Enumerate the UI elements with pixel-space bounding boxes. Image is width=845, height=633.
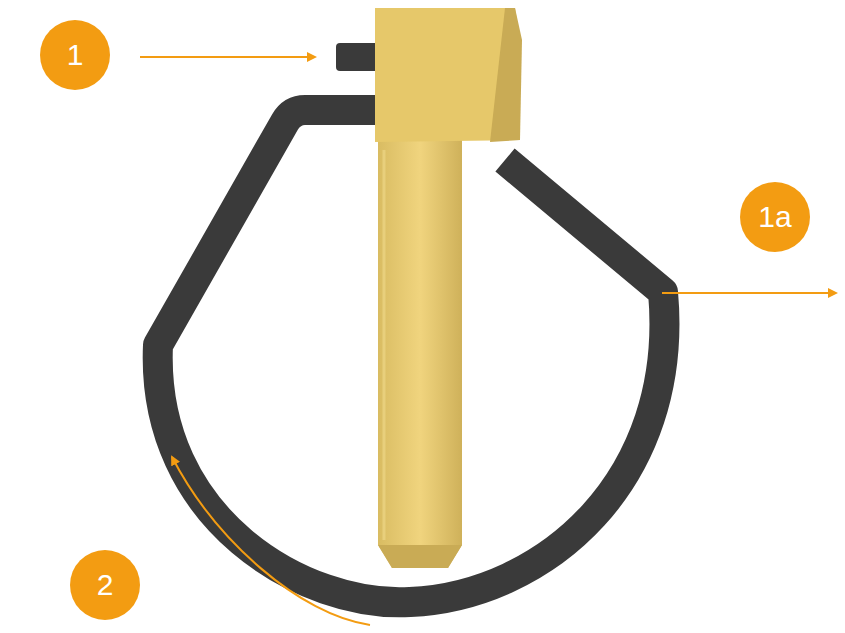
- pointer-arrow: [140, 56, 315, 58]
- callout-number: 1: [40, 20, 110, 90]
- pointer-arrow: [662, 292, 836, 294]
- rotation-arrow: [172, 457, 370, 625]
- callout-number: 2: [70, 550, 140, 620]
- pin-shaft: [378, 140, 462, 568]
- wire-end: [336, 43, 380, 71]
- callout-number: 1a: [740, 182, 810, 252]
- spring-ring: [158, 110, 665, 602]
- pin-head: [375, 8, 522, 142]
